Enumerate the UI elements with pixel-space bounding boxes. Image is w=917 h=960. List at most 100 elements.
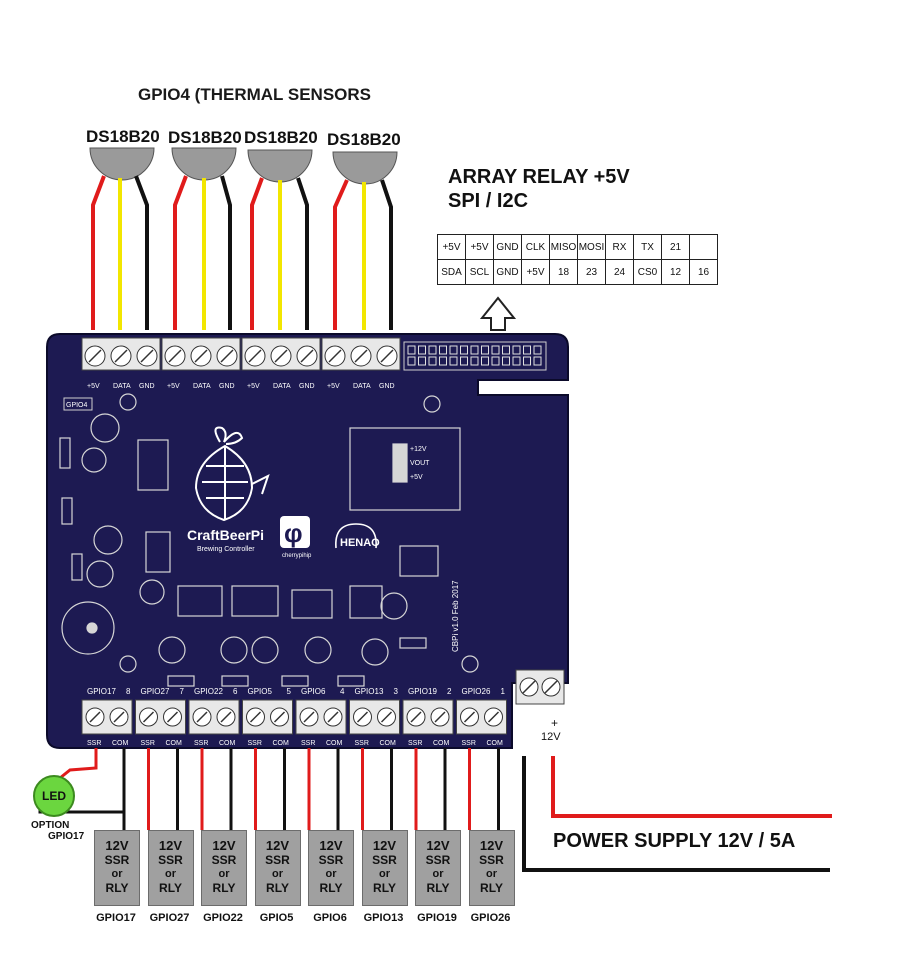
- sensor-wires: [91, 175, 393, 330]
- sensor-pin-label: GND: [139, 383, 155, 390]
- output-number: 5: [287, 687, 292, 696]
- output-gpio-label: GPIO26: [462, 687, 491, 696]
- logo-cherrypi: cherrypihip: [282, 553, 312, 559]
- resistor-array-2: [145, 531, 171, 573]
- resistor-array-3: [177, 585, 223, 617]
- wire-black-2: [220, 175, 232, 330]
- pin-cell: GND: [493, 259, 522, 285]
- jumper-label-12v: +12V: [410, 446, 427, 453]
- output-box-line: 12V: [426, 838, 450, 853]
- header-pin: [533, 356, 542, 366]
- output-box-line: SSR: [104, 853, 130, 867]
- header-pin: [418, 345, 426, 355]
- sensor-pin-label: DATA: [353, 383, 371, 390]
- logo-henao: HENAO: [340, 537, 380, 549]
- screw-slot: [114, 349, 128, 363]
- pin-cell: 12: [661, 259, 690, 285]
- output-box-line: or: [218, 868, 230, 880]
- output-box-line: SSR: [479, 853, 504, 867]
- resistor-array-6: [349, 585, 383, 619]
- supply-voltage-label: 12V: [541, 731, 561, 743]
- output-terminal-label: SSR: [248, 740, 262, 747]
- output-box-line: RLY: [480, 881, 503, 895]
- pin-cell: 16: [689, 259, 718, 285]
- output-box-label: GPIO22: [203, 912, 243, 924]
- screw-slot: [463, 711, 476, 723]
- header-pin: [502, 345, 510, 355]
- output-number: 4: [340, 687, 345, 696]
- board-version: CBPi v1.0 Feb 2017: [451, 580, 460, 652]
- output-number: 2: [447, 687, 452, 696]
- diode-d1: [59, 437, 71, 469]
- transistor-c: [304, 636, 332, 664]
- transistor-t13: [158, 636, 186, 664]
- output-box-line: 12V: [158, 838, 183, 853]
- header-pin: [407, 345, 416, 355]
- pcb-components: [59, 393, 479, 687]
- screw-slot: [273, 711, 286, 723]
- transistor-t11: [81, 447, 107, 473]
- output-box-line: or: [379, 868, 390, 880]
- mount-hole-2: [423, 395, 441, 413]
- output-terminal-label: SSR: [194, 740, 208, 747]
- screw-slot: [300, 349, 314, 363]
- wire-black-4: [380, 179, 393, 330]
- wire-red-2: [173, 175, 188, 330]
- output-box-label: GPIO5: [259, 912, 294, 924]
- header-pin: [523, 345, 531, 355]
- mount-hole-4: [461, 655, 479, 673]
- arrow-up-icon: [479, 296, 517, 331]
- output-box-label: GPIO27: [149, 912, 190, 924]
- output-gpio-label: GPIO6: [301, 687, 326, 696]
- output-terminal-label: COM: [273, 740, 290, 747]
- output-terminal-label: COM: [380, 740, 397, 747]
- transistor-e: [380, 592, 408, 620]
- header-pin: [491, 345, 500, 355]
- output-box-line: SSR: [425, 853, 451, 867]
- header-pin: [481, 345, 489, 355]
- power-wire-black: [522, 756, 830, 872]
- transistor-t10: [90, 413, 120, 443]
- gpio4-marker-label: GPIO4: [66, 402, 88, 409]
- sensor-label-1: DS18B20: [86, 127, 160, 146]
- output-wires: [122, 748, 500, 830]
- screw-slot: [166, 711, 179, 723]
- resistor-array-7: [399, 545, 439, 577]
- output-terminal-label: COM: [487, 740, 504, 747]
- output-box-line: 12V: [479, 838, 504, 853]
- output-terminal-label: SSR: [301, 740, 315, 747]
- phi-logo-icon: [280, 516, 310, 548]
- output-box-line: RLY: [373, 881, 396, 895]
- relay-title-line2: SPI / I2C: [448, 190, 529, 212]
- output-box-line: or: [325, 868, 337, 880]
- output-box-label: GPIO6: [313, 912, 347, 924]
- sensor-label-4: DS18B20: [327, 130, 401, 149]
- screw-slot: [380, 349, 394, 363]
- diode-d5: [221, 675, 249, 687]
- sensor-pin-label: GND: [379, 383, 395, 390]
- sensor-pin-label: GND: [219, 383, 235, 390]
- output-gpio-label: GPIO5: [248, 687, 273, 696]
- output-box-line: 12V: [105, 838, 129, 853]
- screw-slot: [248, 349, 262, 363]
- output-box-line: or: [432, 868, 444, 880]
- wire-black-3: [296, 177, 309, 330]
- output-box-line: RLY: [426, 881, 450, 895]
- screw-slot: [220, 711, 232, 723]
- jumper-label-5v: +5V: [410, 474, 423, 481]
- screw-slot: [380, 711, 393, 723]
- screw-slot: [274, 349, 288, 363]
- sensor-pin-label: DATA: [273, 383, 291, 390]
- header-pin: [449, 356, 458, 366]
- output-gpio-label: GPIO13: [355, 687, 384, 696]
- output-box-line: RLY: [266, 881, 289, 895]
- output-box-line: or: [272, 868, 283, 880]
- header-pin: [491, 356, 500, 366]
- sensor-label-2: DS18B20: [168, 128, 242, 147]
- buzzer: [61, 601, 115, 655]
- pin-cell: CS0: [633, 259, 662, 285]
- output-number: 1: [501, 687, 506, 696]
- jumper-area: [349, 427, 461, 511]
